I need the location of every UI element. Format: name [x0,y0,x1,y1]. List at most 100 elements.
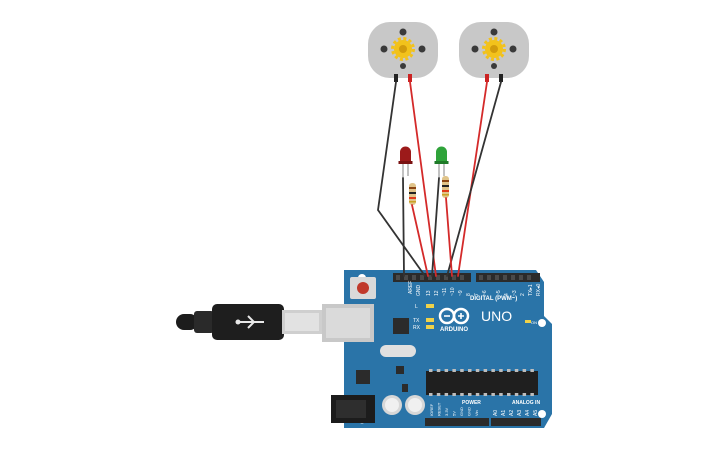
mounting-hole [538,319,546,327]
wire-black-led-green[interactable] [431,177,440,277]
analog-pin-label: A4 [525,410,531,416]
chip-pin [483,393,488,396]
chip-pin [444,393,449,396]
power-pin-label: 5V [452,411,457,416]
label-tx: TX [413,318,420,324]
chip-pin [468,393,472,396]
gear-icon [391,37,415,61]
wire-black-motor2[interactable] [446,81,502,277]
chip-pin [452,393,456,396]
chip-pin [483,369,488,372]
wire-black-led-red[interactable] [402,177,405,277]
capacitor [405,395,425,415]
chip-pin [436,369,441,372]
chip-pin [530,369,534,372]
wire-red-motor1[interactable] [409,81,437,277]
digital-label: DIGITAL (PWM~) [470,296,517,302]
pin-label: TX▸1 [528,284,534,296]
pin-label: 13 [426,290,432,296]
chip-pin [514,393,519,396]
wire-black-motor1[interactable] [377,81,426,277]
brand-label: ARDUINO [440,327,468,333]
pin-label: ~9 [458,290,464,296]
chip-pin [507,369,511,372]
chip-pin [507,393,511,396]
pin-label: ~3 [512,290,518,296]
pin-label: 4 [504,293,510,296]
power-label: POWER [462,400,481,406]
atmega328-chip [426,369,538,396]
analog-pin-label: A1 [501,410,507,416]
chip-pin [468,369,472,372]
chip-pin [460,369,464,372]
chip-pin [429,369,433,372]
mounting-hole [538,410,546,418]
label-l: L [415,304,418,310]
pin-label: 7 [474,293,480,296]
analog-header [491,418,541,426]
crystal-oscillator [380,345,416,357]
wire-red-led-green[interactable] [445,197,453,277]
power-pin-label: Vin [474,410,479,416]
led-l-indicator [426,304,434,308]
pin-label: RX◂0 [536,284,542,296]
usb-cable[interactable] [176,304,322,340]
wire-red-led-red[interactable] [411,204,429,277]
power-pin-label: IOREF [429,403,434,416]
led-rx-indicator [426,325,434,329]
analog-in-label: ANALOG IN [512,400,540,406]
arduino-logo-icon [438,307,470,325]
led-tx-indicator [426,318,434,322]
pin-label: 8 [466,293,472,296]
chip-pin [429,393,433,396]
chip-pin [522,393,527,396]
power-pin-label: 3.3V [444,407,449,416]
pin-label: ~10 [450,287,456,296]
chip-pin [530,393,534,396]
chip-pin [491,393,495,396]
chip-pin [475,369,480,372]
chip-pin [475,393,480,396]
power-pin-label: GND [467,407,472,416]
chip-pin [514,369,519,372]
dc-motor-left[interactable] [368,22,438,82]
led-red[interactable] [398,146,413,179]
smd-chip [396,366,404,374]
chip-atmega16u2 [393,318,409,334]
label-rx: RX [413,325,421,331]
digital-header-right [476,273,540,282]
chip-pin [522,369,527,372]
chip-pin [499,393,503,396]
pin-label: 12 [434,290,440,296]
voltage-regulator [356,370,370,384]
pin-label: ~11 [442,288,448,296]
pin-label-gnd: GND [416,285,422,297]
chip-pin [444,369,449,372]
pin-label: ~6 [482,290,488,296]
chip-pin [452,369,456,372]
chip-pin [491,369,495,372]
analog-pin-label: A5 [533,410,539,416]
pin-label-aref: AREF [408,281,414,294]
power-header [425,418,489,426]
chip-pin [499,369,503,372]
chip-pin [436,393,441,396]
wire-red-motor2[interactable] [457,81,488,277]
analog-pin-label: A0 [493,410,499,416]
gear-icon [482,37,506,61]
power-pin-label: GND [459,407,464,416]
capacitor [382,395,402,415]
resistor-1[interactable] [409,183,416,205]
dc-motor-right[interactable] [459,22,529,82]
analog-pin-label: A3 [517,410,523,416]
pin-label: 2 [520,293,526,296]
board-name: UNO [481,308,512,324]
chip-pin [460,393,464,396]
label-on: ON [531,320,537,325]
led-green[interactable] [434,146,449,179]
resistor-2[interactable] [442,176,449,198]
power-pin-label: RESET [437,402,442,416]
pin-label: ~5 [496,290,502,296]
